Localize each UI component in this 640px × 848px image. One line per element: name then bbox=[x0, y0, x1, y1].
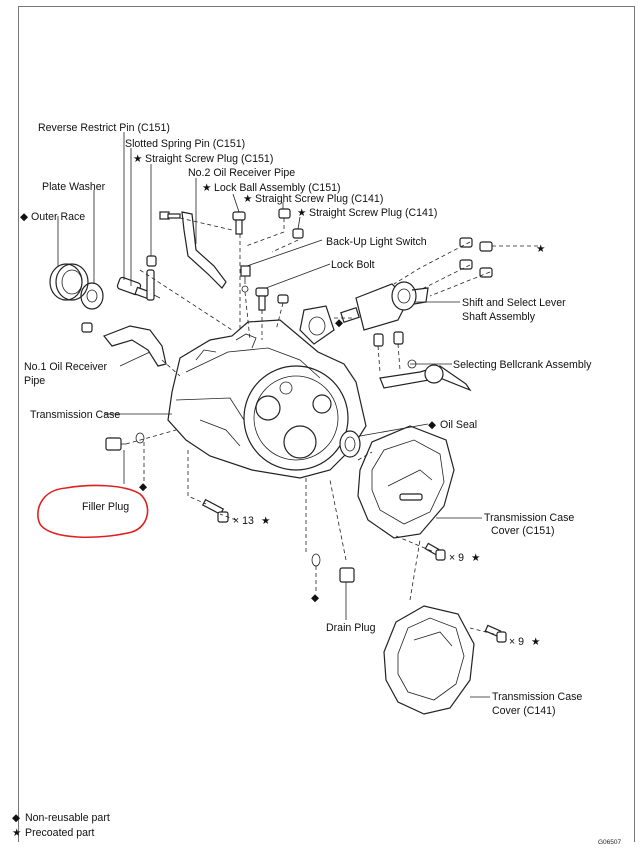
label-shift-select-line1: Shift and Select Lever bbox=[462, 297, 566, 309]
slotted-spring-pin-part bbox=[146, 269, 155, 301]
plate-washer-part bbox=[80, 282, 104, 310]
star-symbol: ★ bbox=[133, 153, 143, 165]
shift-select-lever-shaft-part bbox=[340, 281, 429, 331]
label-drain-plug: Drain Plug bbox=[326, 622, 376, 634]
qty-bolts-13: × 13 bbox=[233, 515, 254, 527]
label-slotted-spring-pin: Slotted Spring Pin (C151) bbox=[125, 138, 245, 150]
diagram-frame bbox=[18, 6, 635, 842]
qty-bolts-9-b: × 9 bbox=[509, 636, 524, 648]
label-transmission-case: Transmission Case bbox=[30, 409, 120, 421]
figure-code: G06507 bbox=[598, 839, 622, 846]
label-straight-screw-plug-c141-a: Straight Screw Plug (C141) bbox=[255, 193, 383, 205]
label-plate-washer: Plate Washer bbox=[42, 181, 106, 193]
label-straight-screw-plug-c151: Straight Screw Plug (C151) bbox=[145, 153, 273, 165]
label-lock-ball-assembly: Lock Ball Assembly (C151) bbox=[214, 182, 341, 194]
bolt-x9-c151-part bbox=[424, 542, 446, 561]
gasket-part bbox=[299, 305, 335, 345]
straight-screw-plug-c151-part bbox=[146, 255, 157, 267]
star-symbol: ★ bbox=[297, 207, 307, 219]
legend-diamond-symbol: ◆ bbox=[12, 812, 21, 824]
case-cover-c151-part bbox=[357, 425, 455, 539]
label-case-cover-c141-line2: Cover (C141) bbox=[492, 705, 556, 717]
no2-oil-receiver-pipe-part bbox=[181, 211, 227, 289]
drain-plug-part bbox=[311, 553, 355, 583]
legend-star-symbol: ★ bbox=[12, 827, 22, 839]
star-symbol: ★ bbox=[202, 182, 212, 194]
filler-plug-part bbox=[105, 432, 145, 451]
label-no1-oil-receiver-line2: Pipe bbox=[24, 375, 45, 387]
bolt-x9-c141-part bbox=[484, 624, 507, 643]
star-symbol: ★ bbox=[531, 636, 541, 648]
label-filler-plug: Filler Plug bbox=[82, 501, 129, 513]
label-selecting-bellcrank: Selecting Bellcrank Assembly bbox=[453, 359, 592, 371]
lock-bolt-part bbox=[255, 287, 289, 311]
star-symbol: ★ bbox=[261, 515, 271, 527]
label-straight-screw-plug-c141-b: Straight Screw Plug (C141) bbox=[309, 207, 437, 219]
lock-ball-assembly-part bbox=[232, 211, 246, 235]
label-case-cover-c141-line1: Transmission Case bbox=[492, 691, 582, 703]
oil-seal-part bbox=[339, 430, 361, 458]
leader-lines bbox=[57, 132, 490, 698]
label-oil-seal: Oil Seal bbox=[440, 419, 477, 431]
label-outer-race: Outer Race bbox=[31, 211, 85, 223]
outer-race-part bbox=[49, 263, 89, 301]
case-cover-c141-part bbox=[383, 605, 475, 715]
bolt-x13-part bbox=[201, 498, 229, 523]
legend-precoated: Precoated part bbox=[25, 827, 95, 839]
legend: ◆ Non-reusable part ★ Precoated part bbox=[12, 812, 110, 839]
filler-plug-highlight-circle bbox=[37, 484, 149, 538]
star-symbol: ★ bbox=[243, 193, 253, 205]
diamond-symbol: ◆ bbox=[428, 419, 437, 431]
small-bolt-part bbox=[159, 211, 181, 220]
assembly-dashed-lines bbox=[125, 217, 540, 635]
label-case-cover-c151-line1: Transmission Case bbox=[484, 512, 574, 524]
transmission-case-part bbox=[167, 319, 367, 479]
diamond-symbol: ◆ bbox=[335, 317, 344, 329]
label-lock-bolt: Lock Bolt bbox=[331, 259, 375, 271]
label-reverse-restrict-pin: Reverse Restrict Pin (C151) bbox=[38, 122, 170, 134]
qty-bolts-9-a: × 9 bbox=[449, 552, 464, 564]
star-symbol: ★ bbox=[471, 552, 481, 564]
no1-oil-receiver-pipe-part bbox=[81, 322, 167, 367]
label-no2-oil-receiver-pipe: No.2 Oil Receiver Pipe bbox=[188, 167, 295, 179]
star-symbol: ★ bbox=[536, 243, 546, 255]
label-case-cover-c151-line2: Cover (C151) bbox=[491, 525, 555, 537]
label-no1-oil-receiver-line1: No.1 Oil Receiver bbox=[24, 361, 107, 373]
label-shift-select-line2: Shaft Assembly bbox=[462, 311, 536, 323]
diamond-symbol: ◆ bbox=[311, 592, 320, 604]
label-back-up-light-switch: Back-Up Light Switch bbox=[326, 236, 427, 248]
legend-non-reusable: Non-reusable part bbox=[25, 812, 110, 824]
selecting-bellcrank-part bbox=[373, 331, 472, 392]
diamond-symbol: ◆ bbox=[20, 211, 29, 223]
diamond-symbol: ◆ bbox=[139, 481, 148, 493]
bolts-upper-right-part bbox=[459, 237, 493, 278]
back-up-light-switch-part bbox=[240, 265, 251, 293]
